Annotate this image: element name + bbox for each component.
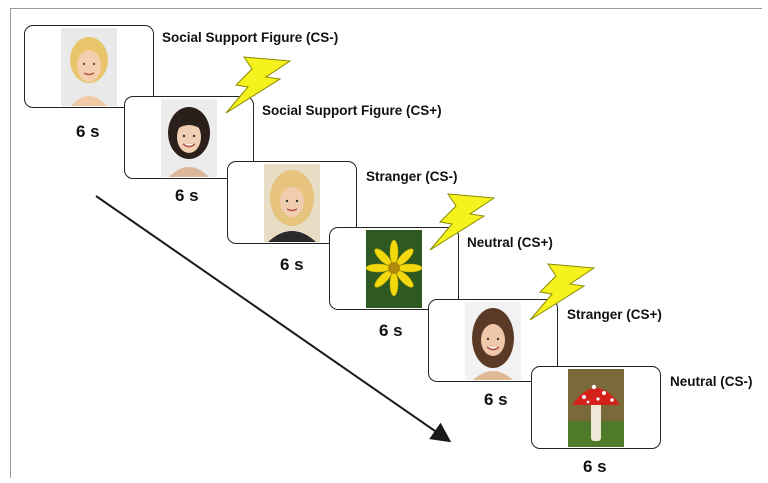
duration-label: 6 s bbox=[76, 122, 100, 141]
red-mushroom-photo bbox=[568, 368, 624, 447]
lightning-bolt-icon bbox=[526, 262, 596, 322]
brunette-woman-photo bbox=[465, 301, 521, 380]
duration-label: 6 s bbox=[583, 457, 607, 476]
trial-card-3 bbox=[227, 161, 357, 244]
yellow-flower-photo bbox=[366, 229, 422, 308]
duration-label: 6 s bbox=[175, 186, 199, 205]
trial-card-1 bbox=[24, 25, 154, 108]
lightning-bolt-icon bbox=[426, 192, 496, 252]
blonde-woman-photo bbox=[61, 27, 117, 106]
trial-label: Stranger (CS+) bbox=[567, 307, 662, 322]
duration-label: 6 s bbox=[484, 390, 508, 409]
trial-label: Stranger (CS-) bbox=[366, 169, 458, 184]
trial-label: Social Support Figure (CS-) bbox=[162, 30, 339, 45]
duration-label: 6 s bbox=[379, 321, 403, 340]
trial-label: Neutral (CS-) bbox=[670, 374, 753, 389]
trial-label: Neutral (CS+) bbox=[467, 235, 553, 250]
asian-woman-photo bbox=[161, 98, 217, 177]
duration-label: 6 s bbox=[280, 255, 304, 274]
blonde-stranger-photo bbox=[264, 163, 320, 242]
trial-card-4 bbox=[329, 227, 459, 310]
figure-frame bbox=[10, 8, 762, 478]
trial-label: Social Support Figure (CS+) bbox=[262, 103, 442, 118]
lightning-bolt-icon bbox=[222, 55, 292, 115]
trial-card-6 bbox=[531, 366, 661, 449]
